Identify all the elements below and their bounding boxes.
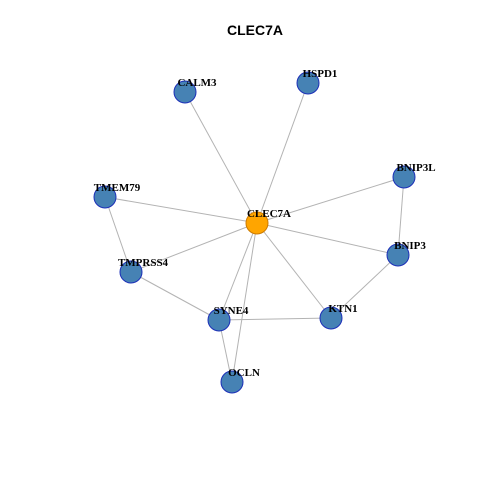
node-label-ocln: OCLN: [228, 367, 260, 379]
node-tmem79[interactable]: [93, 185, 117, 209]
edge-clec7a-syne4: [218, 222, 258, 321]
node-clec7a[interactable]: [245, 211, 269, 235]
edge-bnip3-ktn1: [330, 254, 399, 319]
edge-clec7a-tmprss4: [130, 222, 258, 273]
edge-bnip3l-bnip3: [397, 176, 405, 256]
edge-clec7a-bnip3l: [256, 176, 405, 224]
node-label-syne4: SYNE4: [214, 305, 249, 317]
edge-clec7a-tmem79: [104, 196, 258, 224]
edge-clec7a-bnip3: [256, 222, 399, 256]
edge-clec7a-hspd1: [256, 82, 309, 224]
node-bnip3l[interactable]: [392, 165, 416, 189]
node-ktn1[interactable]: [319, 306, 343, 330]
node-syne4[interactable]: [207, 308, 231, 332]
node-tmprss4[interactable]: [119, 260, 143, 284]
edge-clec7a-calm3: [184, 91, 258, 224]
chart-title: CLEC7A: [227, 22, 283, 38]
node-label-ktn1: KTN1: [328, 303, 357, 315]
edge-clec7a-ktn1: [256, 222, 332, 319]
node-hspd1[interactable]: [296, 71, 320, 95]
node-label-hspd1: HSPD1: [303, 68, 338, 80]
edge-tmprss4-syne4: [130, 271, 220, 321]
nodes-layer: [93, 71, 416, 394]
node-label-tmprss4: TMPRSS4: [118, 257, 169, 269]
edge-tmem79-tmprss4: [104, 196, 132, 273]
node-label-bnip3: BNIP3: [394, 240, 426, 252]
node-label-tmem79: TMEM79: [94, 182, 141, 194]
node-bnip3[interactable]: [386, 243, 410, 267]
node-label-clec7a: CLEC7A: [247, 208, 291, 220]
node-ocln[interactable]: [220, 370, 244, 394]
edges-layer: [104, 82, 405, 383]
node-label-calm3: CALM3: [177, 77, 217, 89]
edge-clec7a-ocln: [231, 222, 258, 383]
edge-syne4-ktn1: [218, 317, 332, 321]
node-label-bnip3l: BNIP3L: [396, 162, 435, 174]
node-calm3[interactable]: [173, 80, 197, 104]
